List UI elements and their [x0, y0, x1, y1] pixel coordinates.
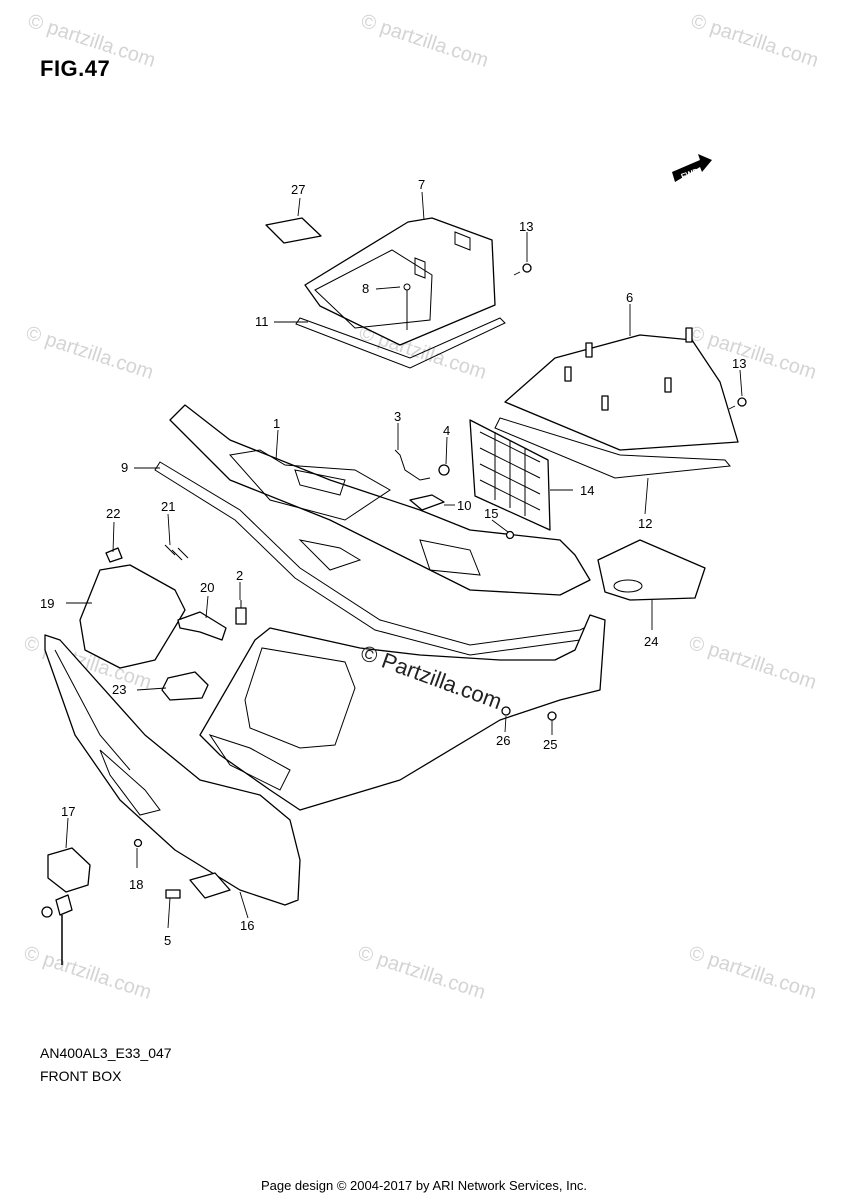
- part-4-bolt[interactable]: [438, 464, 450, 476]
- part-2-screw[interactable]: [235, 600, 247, 625]
- leader-lines: [65, 191, 743, 929]
- callout-12: 12: [638, 516, 652, 531]
- part-16-lid[interactable]: [44, 634, 301, 906]
- callout-7: 7: [418, 177, 425, 192]
- part-1-front-box[interactable]: [169, 404, 591, 596]
- part-inner-panel[interactable]: [199, 614, 606, 811]
- part-20-bracket[interactable]: [177, 611, 227, 641]
- callout-3: 3: [394, 409, 401, 424]
- part-26-screw[interactable]: [501, 706, 511, 716]
- footer-copyright: Page design © 2004-2017 by ARI Network S…: [260, 1178, 588, 1193]
- part-19-lid[interactable]: [79, 564, 186, 669]
- part-11-seal[interactable]: [295, 317, 506, 369]
- part-24-cover-plate[interactable]: [597, 539, 706, 601]
- callout-14: 14: [580, 483, 594, 498]
- fwd-arrow-icon: FWD: [672, 154, 712, 182]
- part-15-screw[interactable]: [505, 530, 515, 540]
- figure-caption: FRONT BOX: [40, 1068, 122, 1084]
- callout-6: 6: [626, 290, 633, 305]
- part-hinge[interactable]: [189, 872, 231, 899]
- part-18-screw[interactable]: [133, 838, 143, 848]
- part-12-gasket[interactable]: [494, 417, 731, 479]
- callout-23: 23: [112, 682, 126, 697]
- callout-17: 17: [61, 804, 75, 819]
- part-25-screw[interactable]: [547, 711, 557, 721]
- part-6-cover[interactable]: [504, 327, 739, 451]
- callout-2: 2: [236, 568, 243, 583]
- callout-10: 10: [457, 498, 471, 513]
- part-7-inner-lid[interactable]: [304, 217, 496, 346]
- callout-24: 24: [644, 634, 658, 649]
- callout-20: 20: [200, 580, 214, 595]
- part-22-clip[interactable]: [105, 547, 123, 563]
- callout-15: 15: [484, 506, 498, 521]
- callout-labels: 27 7 8 11 13 6 13 12 14 1 9 3 4 10 15 24…: [40, 177, 746, 948]
- callout-1: 1: [273, 416, 280, 431]
- model-code: AN400AL3_E33_047: [40, 1045, 172, 1061]
- figure-title: FIG.47: [40, 56, 111, 81]
- callout-13: 13: [732, 356, 746, 371]
- callout-21: 21: [161, 499, 175, 514]
- callout-13: 13: [519, 219, 533, 234]
- part-3-wire[interactable]: [394, 449, 431, 481]
- part-14-grille[interactable]: [469, 419, 551, 531]
- callout-19: 19: [40, 596, 54, 611]
- part-8-screw[interactable]: [403, 283, 411, 330]
- part-27-decal[interactable]: [265, 217, 322, 244]
- part-10-pad[interactable]: [409, 494, 445, 511]
- callout-4: 4: [443, 423, 450, 438]
- part-21-spring[interactable]: [164, 544, 189, 561]
- part-13-screw[interactable]: [513, 263, 532, 276]
- callout-25: 25: [543, 737, 557, 752]
- callout-5: 5: [164, 933, 171, 948]
- part-23-latch[interactable]: [161, 671, 209, 701]
- callout-9: 9: [121, 460, 128, 475]
- callout-8: 8: [362, 281, 369, 296]
- callout-18: 18: [129, 877, 143, 892]
- callout-16: 16: [240, 918, 254, 933]
- part-5-bolt[interactable]: [165, 889, 181, 899]
- callout-22: 22: [106, 506, 120, 521]
- part-13-screw[interactable]: [728, 397, 747, 410]
- part-17-lock-set[interactable]: [41, 847, 91, 965]
- callout-27: 27: [291, 182, 305, 197]
- callout-11: 11: [255, 314, 269, 329]
- callout-26: 26: [496, 733, 510, 748]
